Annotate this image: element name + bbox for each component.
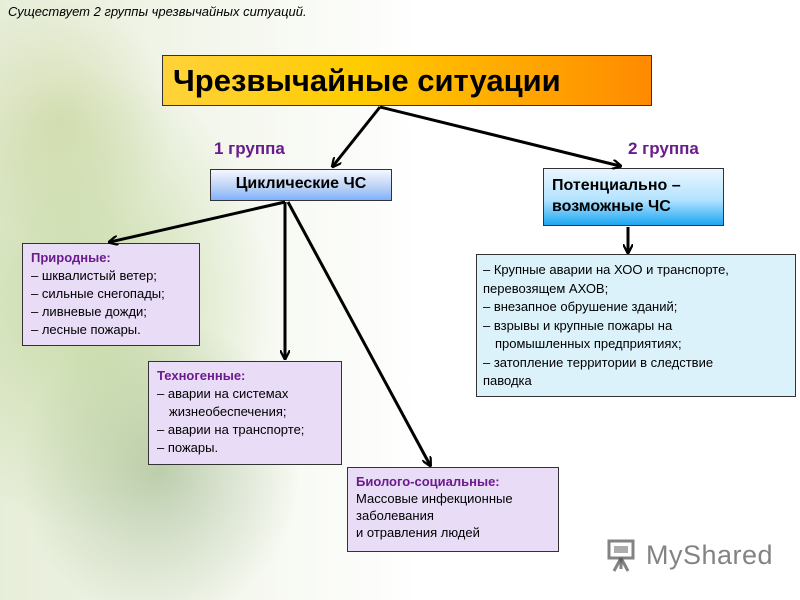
potential-item: – Крупные аварии на ХОО и транспорте, bbox=[483, 262, 729, 277]
cyclic-emergencies-title: Циклические ЧС bbox=[235, 175, 367, 192]
potential-title-line-2: возможные ЧС bbox=[552, 198, 671, 215]
potential-item: – затопление территории в следствие bbox=[483, 354, 714, 370]
natural-item: – ливневые дожди; bbox=[31, 304, 147, 319]
slide-caption: Существует 2 группы чрезвычайных ситуаци… bbox=[8, 4, 307, 19]
potential-item: перевозящем АХОВ; bbox=[483, 280, 609, 296]
bio-social-heading: Биолого-социальные: bbox=[356, 474, 500, 489]
technogenic-item: – пожары. bbox=[157, 440, 219, 455]
group-1-label: 1 группа bbox=[214, 139, 285, 158]
potential-title-line-1: Потенциально – bbox=[552, 177, 681, 194]
natural-item: – лесные пожары. bbox=[31, 322, 141, 337]
bio-social-item: Массовые инфекционные bbox=[356, 491, 513, 506]
technogenic-item: – аварии на транспорте; bbox=[157, 422, 305, 437]
group-2-label: 2 группа bbox=[628, 139, 699, 158]
technogenic-item: – аварии на системах bbox=[157, 386, 289, 401]
natural-emergencies-box: Природные: – шквалистый ветер; – сильные… bbox=[22, 243, 200, 346]
natural-item: – сильные снегопады; bbox=[31, 286, 165, 301]
technogenic-emergencies-box: Техногенные: – аварии на системах жизнео… bbox=[148, 361, 342, 465]
cyclic-emergencies-box: Циклические ЧС bbox=[210, 169, 392, 201]
technogenic-item: жизнеобеспечения; bbox=[169, 404, 287, 419]
natural-heading: Природные: bbox=[31, 250, 111, 265]
potential-item: – внезапное обрушение зданий; bbox=[483, 299, 678, 314]
main-title-box: Чрезвычайные ситуации bbox=[162, 55, 652, 106]
main-title: Чрезвычайные ситуации bbox=[173, 63, 561, 98]
logo-text: MyShared bbox=[646, 539, 774, 570]
myshared-logo: MyShared bbox=[606, 535, 776, 575]
natural-item: – шквалистый ветер; bbox=[31, 268, 157, 283]
technogenic-heading: Техногенные: bbox=[157, 368, 246, 383]
potential-emergencies-box: Потенциально – возможные ЧС bbox=[543, 168, 724, 226]
potential-item: промышленных предприятиях; bbox=[495, 336, 682, 351]
presentation-board-icon bbox=[607, 539, 635, 572]
bio-social-item: заболевания bbox=[356, 508, 434, 523]
potential-item: паводка bbox=[483, 373, 532, 388]
bio-social-item: и отравления людей bbox=[356, 525, 480, 540]
potential-emergencies-list-box: – Крупные аварии на ХОО и транспорте, пе… bbox=[476, 254, 796, 397]
potential-item: – взрывы и крупные пожары на bbox=[483, 317, 673, 333]
bio-social-emergencies-box: Биолого-социальные: Массовые инфекционны… bbox=[347, 467, 559, 552]
